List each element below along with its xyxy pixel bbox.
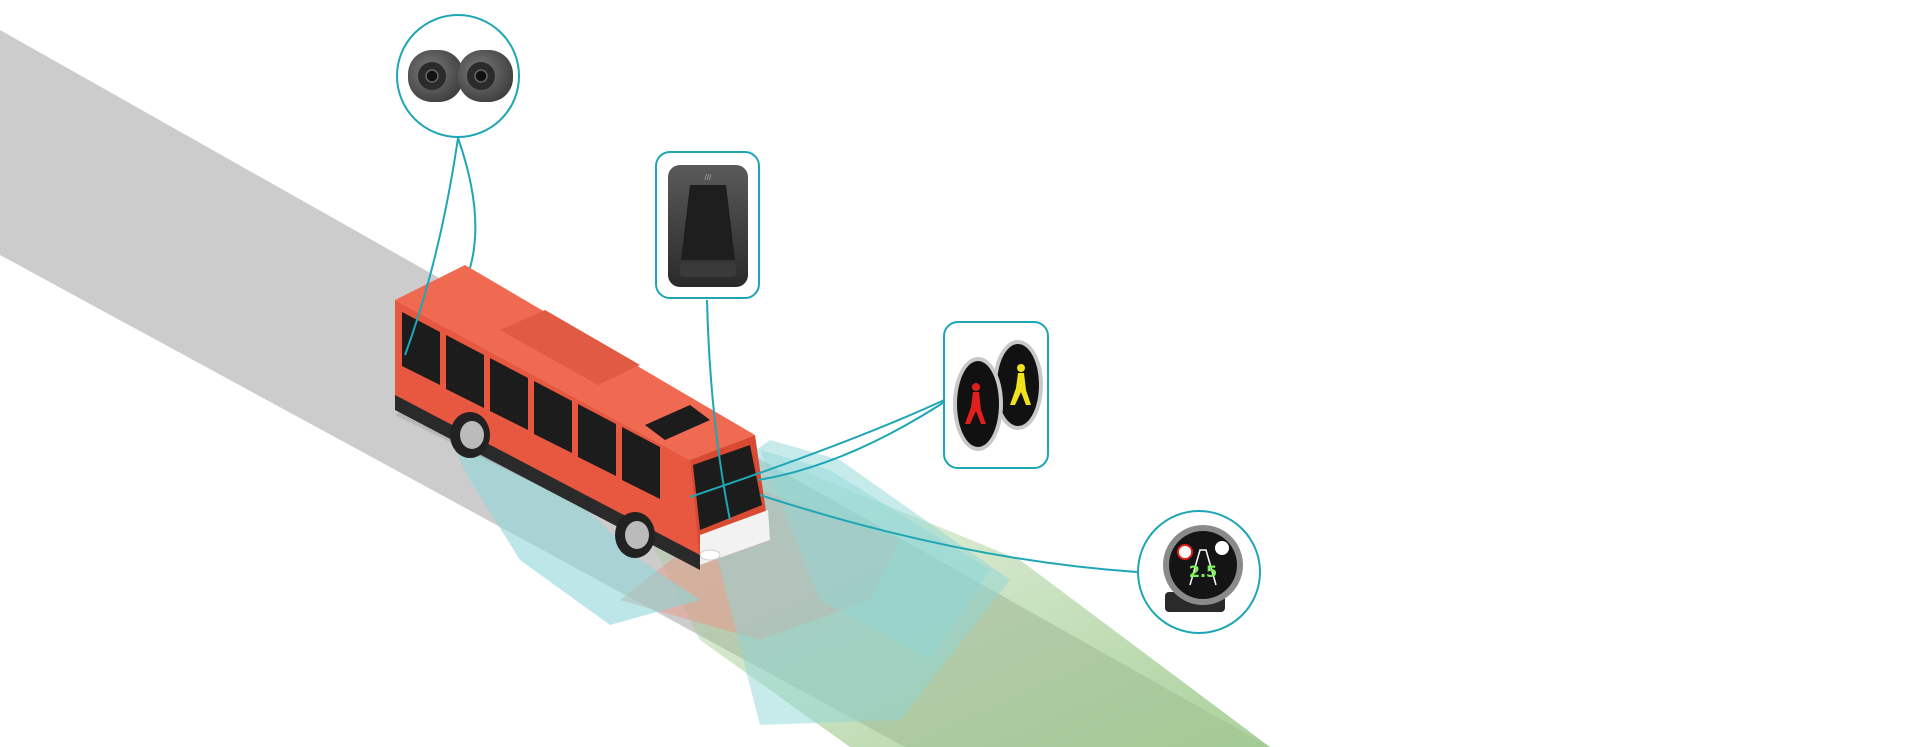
gauge-icon: 2.5 <box>1163 525 1243 612</box>
coverage-zone-teal-right <box>760 450 990 660</box>
coverage-zone-teal-front <box>700 440 1010 725</box>
pedestrian-icon <box>953 340 1043 451</box>
driver-display-callout: 2.5 <box>1137 510 1261 634</box>
connector-lines <box>404 137 1138 573</box>
bus-wheels <box>450 412 655 558</box>
pedestrian-lights-callout <box>943 321 1049 469</box>
camera-icon <box>408 50 513 102</box>
connector-pedestrian-lights <box>689 394 956 498</box>
processor-icon: /// <box>668 165 748 287</box>
dual-camera-callout <box>396 14 520 138</box>
connector-driver-display <box>759 494 1138 573</box>
bus-side-windows <box>402 312 660 499</box>
speed-readout: 2.5 <box>1189 562 1217 581</box>
control-unit-callout: /// <box>655 151 760 299</box>
bus <box>395 265 770 570</box>
connector-control-unit <box>706 299 731 521</box>
bus-windshield <box>693 445 762 530</box>
connector-camera <box>404 137 477 356</box>
svg-text:///: /// <box>705 173 712 182</box>
